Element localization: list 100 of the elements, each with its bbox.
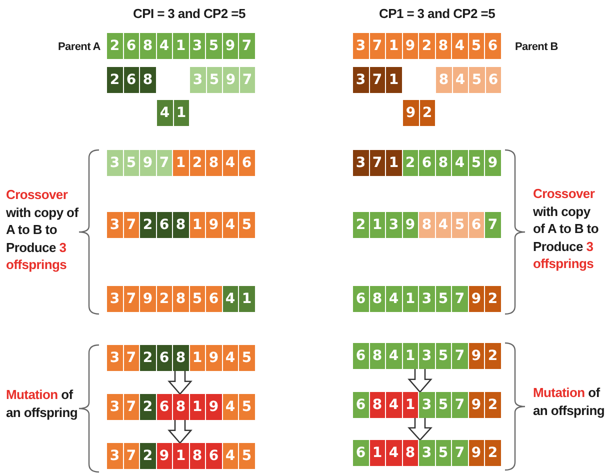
gene-cell: 3 <box>107 345 122 371</box>
gene-cell: 3 <box>107 150 122 176</box>
down-arrow <box>168 419 192 444</box>
gene-cell: 3 <box>419 392 434 418</box>
gene-cell: 5 <box>239 394 254 420</box>
gene-cell: 6 <box>353 343 368 369</box>
gene-cell: 6 <box>353 286 368 312</box>
gene-cell: 2 <box>419 33 434 59</box>
gene-cell: 6 <box>206 286 222 312</box>
gene-cell: 2 <box>402 150 418 176</box>
chromosome-row <box>403 100 435 126</box>
gene-cell: 1 <box>173 443 188 469</box>
gene-cell: 1 <box>386 67 402 93</box>
gene-cell: 2 <box>156 286 172 312</box>
gene-cell: 6 <box>486 67 501 93</box>
gene-cell: 8 <box>436 150 451 176</box>
gene-cell: 1 <box>386 150 402 176</box>
gene-cell: 7 <box>452 440 468 466</box>
chromosome-row <box>107 150 254 176</box>
gene-cell: 6 <box>156 345 172 371</box>
gene-cell: 7 <box>370 67 385 93</box>
gene-cell: 7 <box>452 343 468 369</box>
gene-cell: 5 <box>239 212 254 238</box>
gene-cell: 4 <box>222 212 238 238</box>
gene-cell: 7 <box>124 286 139 312</box>
gene-cell: 8 <box>173 394 188 420</box>
gene-cell: 7 <box>124 212 139 238</box>
gene-cell: 2 <box>353 212 368 238</box>
description-text: Crossover with copy of A to B to Produce 3 offsprings <box>6 186 80 274</box>
gene-cell: 9 <box>468 286 484 312</box>
gene-cell: 3 <box>419 343 434 369</box>
down-arrow <box>408 368 432 393</box>
chromosome-row <box>353 343 500 369</box>
gene-cell: 2 <box>190 150 205 176</box>
gene-cell: 5 <box>469 67 484 93</box>
gene-cell: 7 <box>485 212 500 238</box>
gene-cell: 4 <box>452 67 468 93</box>
parent-label: Parent A <box>58 40 100 55</box>
gene-cell: 3 <box>353 150 368 176</box>
gene-cell: 1 <box>402 286 418 312</box>
gene-cell: 8 <box>436 67 452 93</box>
gene-cell: 8 <box>140 67 156 93</box>
gene-cell: 4 <box>386 440 402 466</box>
gene-cell: 2 <box>140 345 156 371</box>
gene-cell: 3 <box>353 67 368 93</box>
gene-cell: 8 <box>370 392 385 418</box>
gene-cell: 4 <box>222 286 238 312</box>
gene-cell: 7 <box>156 150 172 176</box>
chromosome-row <box>353 150 500 176</box>
gene-cell: 6 <box>124 67 139 93</box>
parent-label: Parent B <box>515 40 558 55</box>
gene-cell: 7 <box>240 67 255 93</box>
gene-cell: 9 <box>206 394 222 420</box>
gene-cell: 1 <box>174 100 189 126</box>
gene-cell: 7 <box>239 33 254 59</box>
gene-cell: 4 <box>222 443 238 469</box>
chromosome-row <box>353 286 500 312</box>
gene-cell: 8 <box>370 286 385 312</box>
gene-cell: 1 <box>402 392 418 418</box>
gene-cell: 5 <box>468 33 484 59</box>
gene-cell: 7 <box>452 392 468 418</box>
gene-cell: 6 <box>124 33 139 59</box>
down-arrow <box>408 417 432 441</box>
gene-cell: 6 <box>468 212 484 238</box>
header: CP1 = 3 and CP2 =5 <box>379 5 495 23</box>
gene-cell: 8 <box>173 345 188 371</box>
gene-cell: 9 <box>402 33 418 59</box>
gene-cell: 5 <box>468 150 484 176</box>
gene-cell: 5 <box>452 212 468 238</box>
gene-cell: 8 <box>206 150 222 176</box>
gene-cell: 5 <box>239 443 254 469</box>
chromosome-row <box>353 440 500 466</box>
gene-cell: 2 <box>485 440 500 466</box>
gene-cell: 4 <box>436 212 451 238</box>
gene-cell: 8 <box>190 443 205 469</box>
gene-cell: 3 <box>107 212 122 238</box>
gene-cell: 7 <box>124 443 139 469</box>
gene-cell: 4 <box>222 345 238 371</box>
chromosome-row <box>157 100 189 126</box>
gene-cell: 5 <box>436 286 451 312</box>
chromosome-row <box>107 33 254 59</box>
gene-cell: 8 <box>419 212 434 238</box>
gene-cell: 8 <box>370 343 385 369</box>
gene-cell: 5 <box>206 33 222 59</box>
gene-cell: 1 <box>386 33 402 59</box>
chromosome-row <box>353 33 500 59</box>
gene-cell: 9 <box>140 286 156 312</box>
chromosome-row <box>107 67 156 93</box>
gene-cell: 4 <box>386 286 402 312</box>
gene-cell: 3 <box>419 440 434 466</box>
gene-cell: 1 <box>370 440 385 466</box>
chromosome-row <box>190 67 255 93</box>
description-text: Mutation of an offspring <box>6 386 79 422</box>
gene-cell: 5 <box>436 343 451 369</box>
gene-cell: 8 <box>173 286 188 312</box>
chromosome-row <box>107 345 254 371</box>
gene-cell: 9 <box>468 440 484 466</box>
gene-cell: 4 <box>452 33 468 59</box>
gene-cell: 8 <box>140 33 156 59</box>
chromosome-row <box>107 443 254 469</box>
